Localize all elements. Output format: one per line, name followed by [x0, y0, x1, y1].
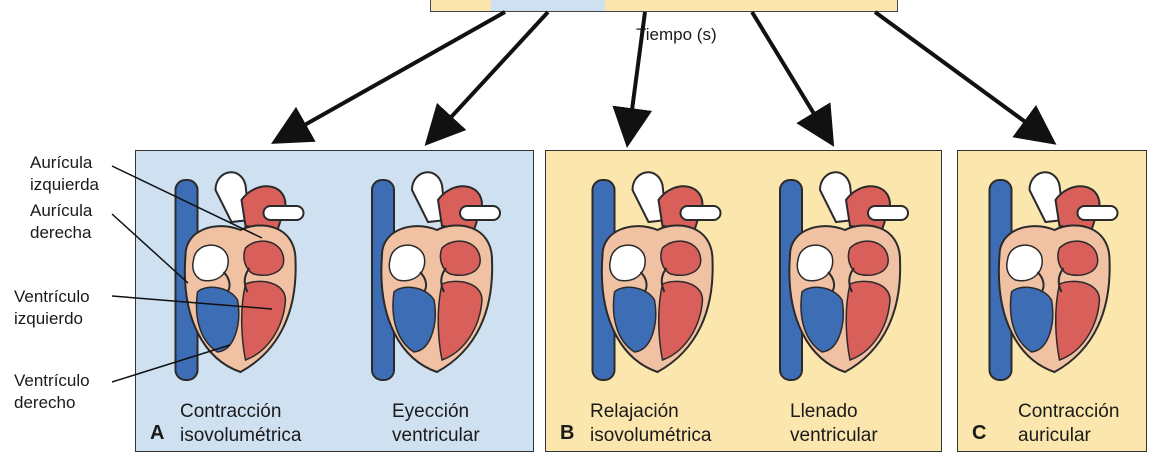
- label-left-ventricle-line1: Ventrículo: [14, 286, 90, 308]
- label-right-ventricle-line2: derecho: [14, 392, 90, 414]
- heart-isovolumetric-contraction-illustration: [148, 160, 333, 385]
- label-left-atrium-line2: izquierda: [30, 174, 99, 196]
- caption-line2: isovolumétrica: [590, 424, 711, 448]
- caption-ventricular-filling: Llenado ventricular: [790, 400, 878, 448]
- heart-ventricular-filling-illustration: [760, 160, 930, 385]
- caption-ventricular-ejection: Eyección ventricular: [392, 400, 480, 448]
- caption-line2: isovolumétrica: [180, 424, 301, 448]
- label-left-atrium-line1: Aurícula: [30, 152, 99, 174]
- caption-line1: Eyección: [392, 400, 480, 424]
- label-left-ventricle: Ventrículo izquierdo: [14, 286, 90, 330]
- label-right-atrium: Aurícula derecha: [30, 200, 92, 244]
- caption-isovolumetric-contraction: Contracción isovolumétrica: [180, 400, 301, 448]
- label-right-atrium-line1: Aurícula: [30, 200, 92, 222]
- panel-letter-a: A: [150, 422, 164, 445]
- time-segment-atrial-left: [431, 0, 491, 11]
- arrow-to-ventricular-filling: [752, 12, 830, 140]
- time-segment-systole: [491, 0, 605, 11]
- time-axis-label: Tiempo (s): [636, 25, 717, 45]
- caption-line2: ventricular: [790, 424, 878, 448]
- label-right-ventricle-line1: Ventrículo: [14, 370, 90, 392]
- arrow-to-atrial-contraction: [875, 12, 1050, 140]
- caption-line1: Llenado: [790, 400, 878, 424]
- caption-line2: auricular: [1018, 424, 1119, 448]
- label-right-atrium-line2: derecha: [30, 222, 92, 244]
- panel-letter-b: B: [560, 422, 574, 445]
- heart-atrial-contraction-illustration: [972, 160, 1137, 385]
- arrow-to-ventricular-ejection: [430, 12, 548, 140]
- label-left-atrium: Aurícula izquierda: [30, 152, 99, 196]
- time-segment-diastole: [605, 0, 897, 11]
- label-right-ventricle: Ventrículo derecho: [14, 370, 90, 414]
- caption-line1: Relajación: [590, 400, 711, 424]
- caption-atrial-contraction: Contracción auricular: [1018, 400, 1119, 448]
- time-bar: [430, 0, 898, 12]
- caption-line2: ventricular: [392, 424, 480, 448]
- heart-ventricular-ejection-illustration: [352, 160, 522, 385]
- caption-line1: Contracción: [1018, 400, 1119, 424]
- label-left-ventricle-line2: izquierdo: [14, 308, 90, 330]
- caption-line1: Contracción: [180, 400, 301, 424]
- panel-letter-c: C: [972, 422, 986, 445]
- caption-isovolumetric-relaxation: Relajación isovolumétrica: [590, 400, 711, 448]
- heart-isovolumetric-relaxation-illustration: [570, 160, 745, 385]
- arrow-to-isovolumetric-contraction: [278, 12, 505, 140]
